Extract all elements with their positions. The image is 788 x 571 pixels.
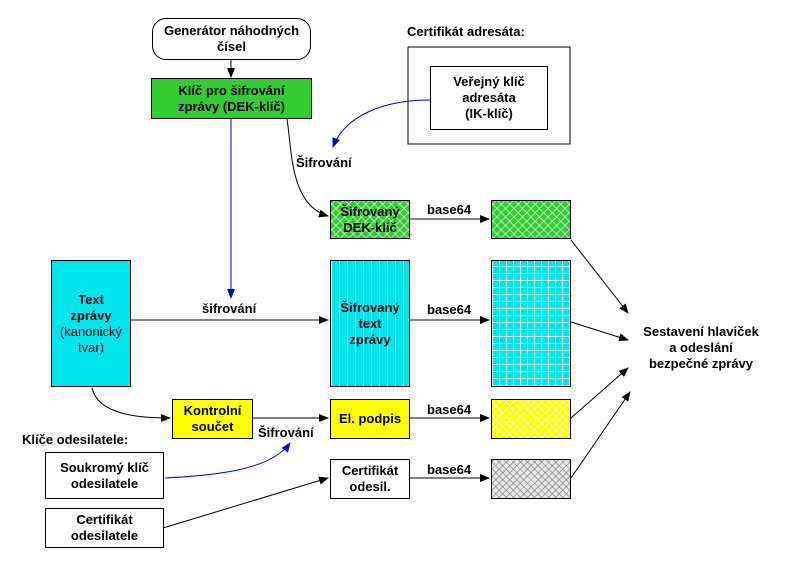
arrow-public-key-to-encrypt <box>332 99 431 148</box>
dek-key-box: Klíč pro šifrování zprávy (DEK-klíč) <box>151 78 312 119</box>
base64-label-4: base64 <box>427 462 472 477</box>
encrypted-dek-box: Šifrovaný DEK-klíč <box>330 200 410 239</box>
encrypted-text-box: Šifrovaný text zprávy <box>330 260 410 387</box>
arrow-block4-to-assembly <box>570 391 631 479</box>
sender-cert-box: Certifikát odesilatele <box>45 508 164 548</box>
encrypt-label-dek: Šifrování <box>296 155 352 170</box>
encrypted-text-label: Šifrovaný text zprávy <box>340 299 400 347</box>
assembly-label: Sestavení hlaviček a odeslání bezpečné z… <box>643 324 759 371</box>
encoded-cert-block <box>491 459 571 499</box>
public-key-box: Veřejný klíč adresáta (IK-klíč) <box>430 66 548 130</box>
arrow-block2-to-assembly <box>570 321 629 342</box>
random-generator-box: Generátor náhodných čísel <box>152 18 311 60</box>
encrypt-label-signature: Šifrování <box>258 425 314 440</box>
recipient-cert-title: Certifikát adresáta: <box>407 24 525 39</box>
base64-label-2: base64 <box>427 302 472 317</box>
signature-label: El. podpis <box>338 411 402 426</box>
encrypted-dek-label: Šifrovaný DEK-klíč <box>340 203 400 235</box>
checksum-box: Kontrolní součet <box>172 399 253 439</box>
sender-keys-title: Klíče odesilatele: <box>22 432 129 447</box>
sender-cert-label: Certifikát odesilatele <box>70 512 139 543</box>
private-key-box: Soukromý klíč odesilatele <box>45 452 164 499</box>
random-generator-label: Generátor náhodných čísel <box>163 23 300 54</box>
encoded-signature-block <box>491 399 571 439</box>
message-text-box: Text zprávy (kanonický tvar) <box>51 260 131 387</box>
encrypt-label-text: šifrování <box>202 301 257 316</box>
encoded-dek-block <box>491 200 571 239</box>
base64-label-1: base64 <box>427 202 472 217</box>
signature-box: El. podpis <box>330 399 410 439</box>
dek-key-label: Klíč pro šifrování zprávy (DEK-klíč) <box>178 82 285 114</box>
arrow-sender-cert-to-small <box>162 476 329 529</box>
encoded-text-block <box>491 260 571 387</box>
checksum-label: Kontrolní součet <box>183 403 242 434</box>
arrow-private-key-to-encrypt <box>164 442 291 479</box>
arrow-block1-to-assembly <box>570 239 629 314</box>
sender-cert-small-label: Certifikát odesil. <box>341 463 399 494</box>
message-text-label: Text zprávy <box>70 291 112 323</box>
public-key-label: Veřejný klíč adresáta (IK-klíč) <box>453 74 525 121</box>
arrow-block3-to-assembly <box>570 367 629 419</box>
message-text-sublabel: (kanonický tvar) <box>59 323 123 355</box>
private-key-label: Soukromý klíč odesilatele <box>60 459 149 491</box>
arrow-dek-to-encrypted-dek <box>286 118 329 218</box>
arrow-text-to-checksum <box>91 387 171 422</box>
base64-label-3: base64 <box>427 402 472 417</box>
sender-cert-small-box: Certifikát odesil. <box>330 459 410 499</box>
